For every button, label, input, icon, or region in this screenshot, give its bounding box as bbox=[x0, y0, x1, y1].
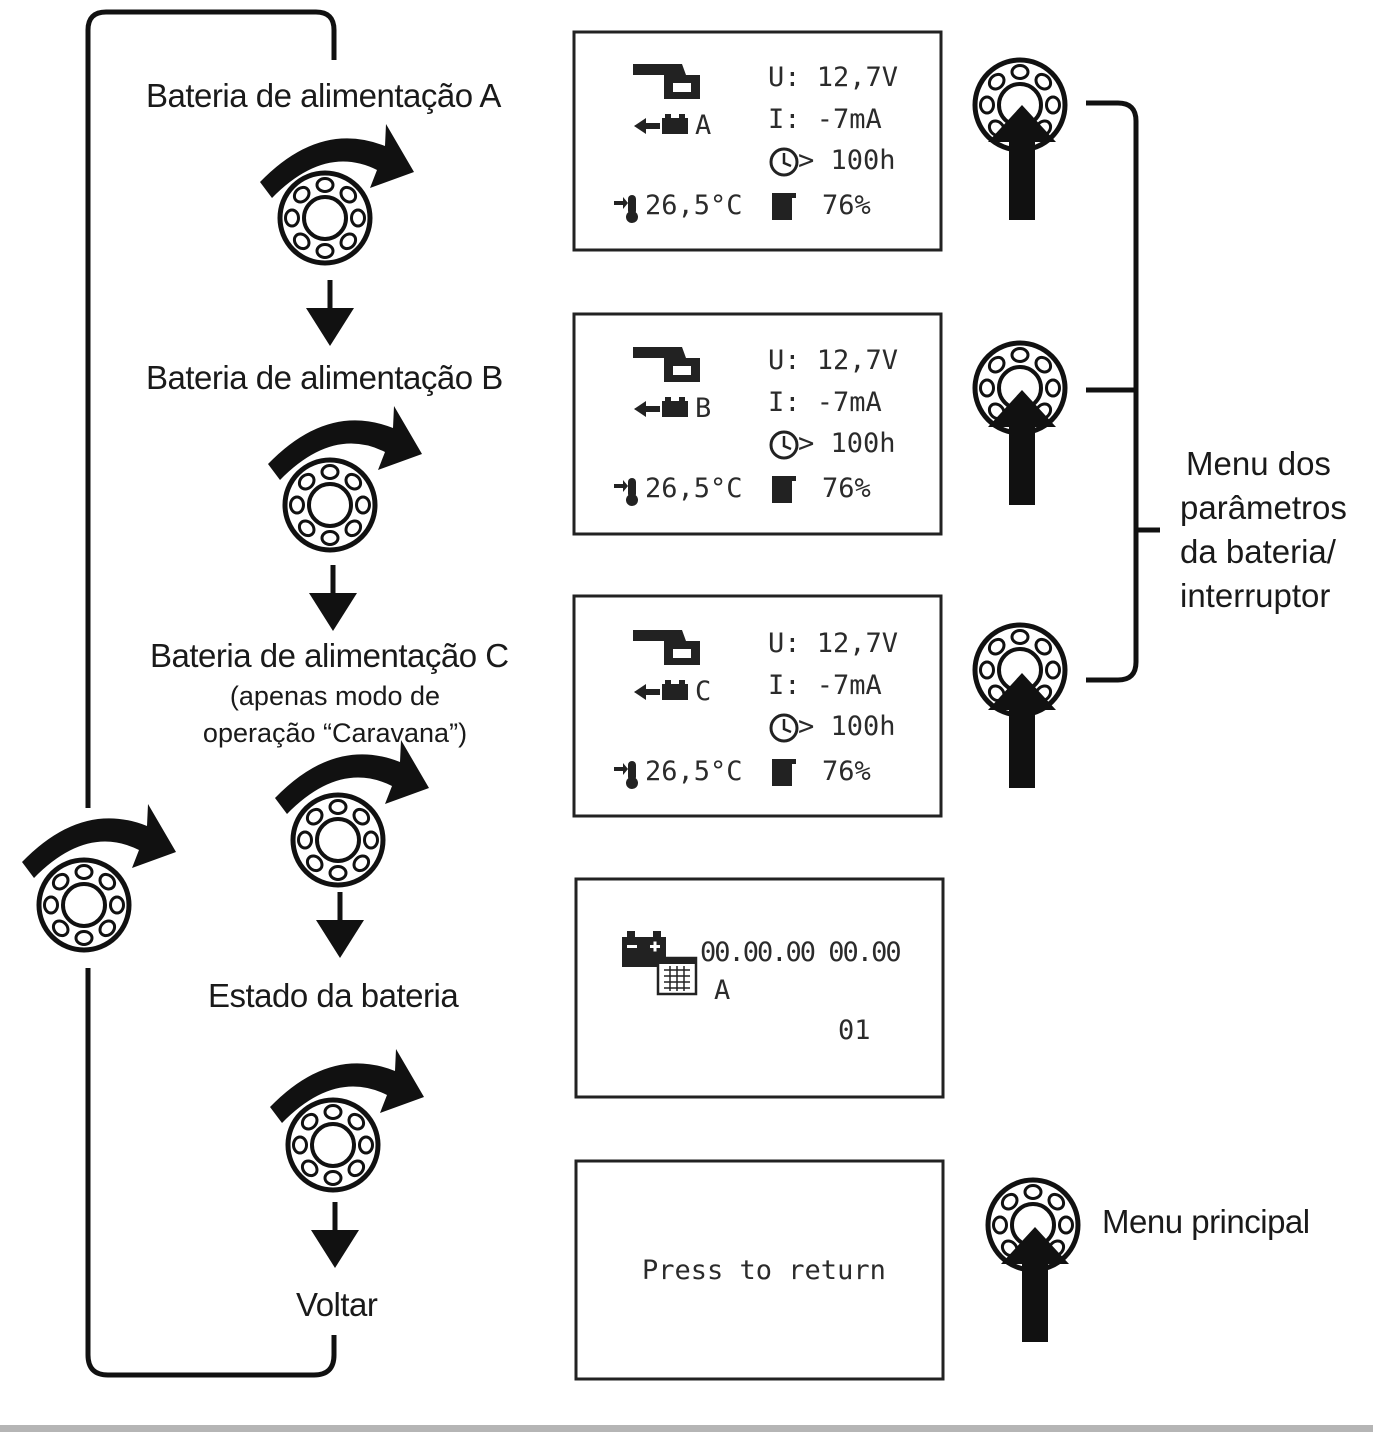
bottom-border bbox=[0, 1425, 1373, 1432]
screen-b-charge: 76% bbox=[822, 473, 871, 504]
loop-line-bottom bbox=[85, 968, 337, 1378]
status-letter: A bbox=[714, 975, 731, 1006]
screen-a-time: > 100h bbox=[798, 145, 896, 176]
knob-icon bbox=[285, 460, 375, 550]
screen-c-voltage: U: 12,7V bbox=[768, 628, 899, 659]
down-arrow-icon bbox=[316, 892, 364, 958]
screen-a-current: I: -7mA bbox=[768, 104, 882, 135]
param-menu-line-1: Menu dos bbox=[1186, 445, 1331, 482]
screen-b-temp: 26,5°C bbox=[645, 473, 743, 504]
lcd-icons-a bbox=[614, 64, 799, 223]
screen-a-charge: 76% bbox=[822, 190, 871, 221]
screen-c-temp: 26,5°C bbox=[645, 756, 743, 787]
knob-icon bbox=[288, 1100, 378, 1190]
lcd-screen-status bbox=[574, 877, 945, 1099]
battery-calendar-icon bbox=[622, 931, 698, 996]
screen-a-temp: 26,5°C bbox=[645, 190, 743, 221]
screen-b-letter: B bbox=[695, 393, 712, 424]
down-arrow-icon bbox=[309, 565, 357, 631]
status-number: 01 bbox=[838, 1015, 871, 1046]
knob-icon bbox=[293, 795, 383, 885]
label-battery-a: Bateria de alimentação A bbox=[146, 77, 501, 114]
param-menu-line-3: da bateria/ bbox=[1180, 533, 1336, 570]
return-text: Press to return bbox=[642, 1255, 886, 1286]
param-menu-line-2: parâmetros bbox=[1180, 489, 1347, 526]
knob-icon bbox=[39, 860, 129, 950]
screen-b-voltage: U: 12,7V bbox=[768, 345, 899, 376]
note-line-2: operação “Caravana”) bbox=[202, 718, 468, 748]
screen-a-voltage: U: 12,7V bbox=[768, 62, 899, 93]
label-battery-c-note: (apenas modo de operação “Caravana”) bbox=[150, 678, 520, 752]
main-menu-label: Menu principal bbox=[1102, 1203, 1310, 1240]
screen-a-letter: A bbox=[695, 110, 712, 141]
lcd-icons-b bbox=[614, 347, 799, 506]
screen-b-current: I: -7mA bbox=[768, 387, 882, 418]
loop-line-top bbox=[85, 9, 337, 808]
down-arrow-icon bbox=[311, 1202, 359, 1268]
screen-c-letter: C bbox=[695, 676, 712, 707]
label-back: Voltar bbox=[296, 1286, 378, 1323]
label-battery-c: Bateria de alimentação C bbox=[150, 637, 509, 674]
lcd-screen-return bbox=[574, 1159, 945, 1381]
param-menu-line-4: interruptor bbox=[1180, 577, 1331, 614]
label-battery-b: Bateria de alimentação B bbox=[146, 359, 503, 396]
knob-icon bbox=[280, 173, 370, 263]
down-arrow-icon bbox=[306, 280, 354, 346]
note-line-1: (apenas modo de bbox=[229, 681, 441, 711]
screen-c-time: > 100h bbox=[798, 711, 896, 742]
screen-c-current: I: -7mA bbox=[768, 670, 882, 701]
label-battery-status: Estado da bateria bbox=[208, 977, 459, 1014]
screen-c-charge: 76% bbox=[822, 756, 871, 787]
screen-b-time: > 100h bbox=[798, 428, 896, 459]
lcd-icons-c bbox=[614, 630, 799, 789]
param-menu-label: Menu dos parâmetros da bateria/ interrup… bbox=[1180, 442, 1347, 618]
status-datetime: 00.00.00 00.00 bbox=[700, 937, 902, 968]
